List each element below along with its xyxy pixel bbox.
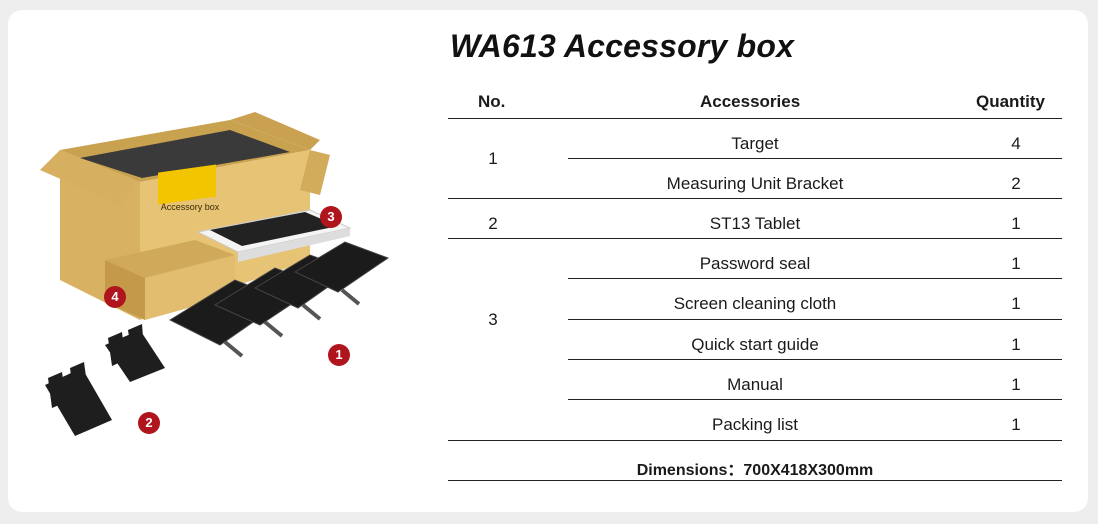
item-qty: 2 — [1011, 174, 1021, 193]
item-name: Measuring Unit Bracket — [666, 174, 844, 193]
item-name: Manual — [727, 375, 783, 394]
item-name: Target — [731, 134, 779, 153]
item-name: ST13 Tablet — [709, 214, 801, 233]
item-name: Screen cleaning cloth — [673, 294, 837, 313]
item-qty: 1 — [1011, 254, 1021, 273]
header-quantity: Quantity — [976, 92, 1045, 111]
row-divider — [568, 399, 1062, 400]
item-qty: 1 — [1011, 375, 1021, 394]
item-name: Quick start guide — [691, 335, 819, 354]
group-divider — [448, 198, 1062, 199]
item-qty: 1 — [1011, 294, 1021, 313]
header-no: No. — [478, 92, 506, 111]
page-title: WA613 Accessory box — [450, 28, 795, 64]
item-qty: 1 — [1011, 415, 1021, 434]
dimensions-note: Dimensions：700X418X300mm — [636, 462, 874, 479]
group-no: 3 — [488, 310, 498, 329]
box-contents-image — [40, 112, 390, 436]
group-divider — [448, 238, 1062, 239]
group-divider — [448, 440, 1062, 441]
item-qty: 1 — [1011, 214, 1021, 233]
badge-1: 1 — [328, 344, 350, 366]
badge-2: 2 — [138, 412, 160, 434]
row-divider — [568, 359, 1062, 360]
header-divider — [448, 118, 1062, 119]
row-divider — [568, 319, 1062, 320]
badge-4: 4 — [104, 286, 126, 308]
box-label: Accessory box — [160, 202, 220, 212]
badge-3: 3 — [320, 206, 342, 228]
item-qty: 1 — [1011, 335, 1021, 354]
row-divider — [568, 158, 1062, 159]
group-no: 2 — [488, 214, 498, 233]
row-divider — [568, 278, 1062, 279]
header-accessories: Accessories — [700, 92, 801, 111]
item-qty: 4 — [1011, 134, 1021, 153]
item-name: Password seal — [699, 254, 811, 273]
group-no: 1 — [488, 149, 498, 168]
table-bottom-border — [448, 480, 1062, 481]
accessory-illustration: Accessory box 3 4 1 2 — [20, 110, 440, 470]
item-name: Packing list — [712, 415, 798, 434]
